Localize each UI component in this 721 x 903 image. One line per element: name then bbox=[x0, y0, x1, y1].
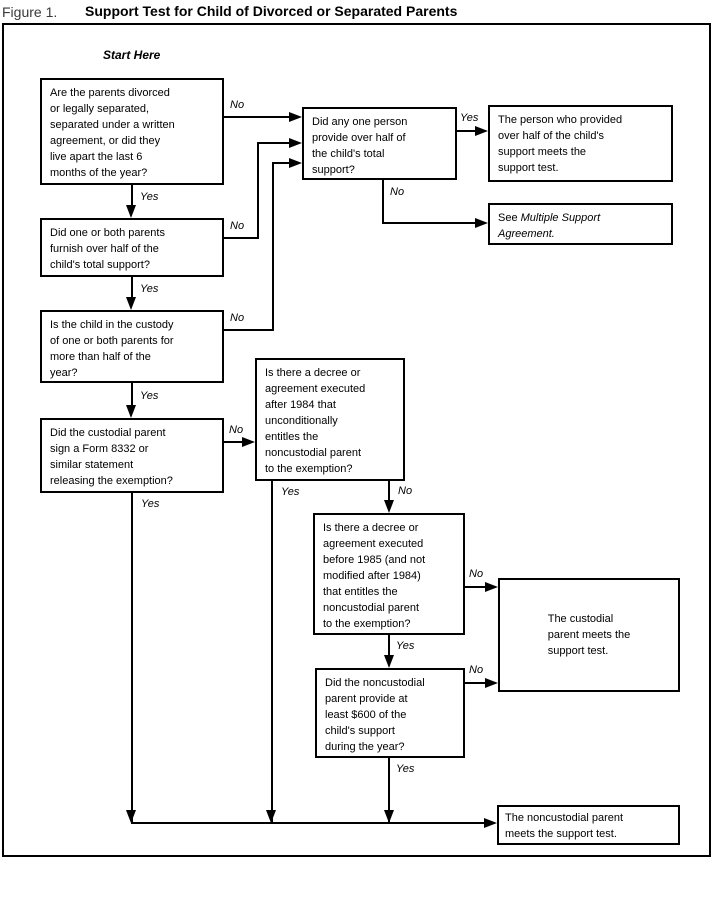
decree1985-yes-arrowhead bbox=[384, 655, 394, 668]
decree1984-no-arrowhead bbox=[384, 500, 394, 513]
connector-decree1985-no-line bbox=[465, 586, 486, 588]
oneperson-yes-arrowhead bbox=[475, 126, 488, 136]
edge-label-decree1985-no: No bbox=[468, 568, 485, 580]
edge-label-custody-yes: Yes bbox=[139, 390, 160, 402]
connector-600-yes-line bbox=[388, 758, 390, 824]
collector-arrowhead-middle bbox=[266, 810, 276, 823]
edge-label-oneperson-yes: Yes bbox=[459, 112, 480, 124]
flowchart-frame bbox=[2, 23, 711, 857]
node-custodial-parent-meets-test: The custodial parent meets the support t… bbox=[498, 578, 680, 692]
edge-label-oneperson-no: No bbox=[389, 186, 406, 198]
connector-decree1984-no-line bbox=[388, 481, 390, 501]
node-decree-after-1984-question: Is there a decree or agreement executed … bbox=[255, 358, 405, 481]
connector-form8332-yes-line bbox=[131, 493, 133, 824]
node-see-multiple-support-agreement: See Multiple Support Agreement. bbox=[488, 203, 673, 245]
start-here-label: Start Here bbox=[103, 48, 161, 62]
furnish-no-arrowhead bbox=[289, 138, 302, 148]
connector-oneperson-no-line-2 bbox=[382, 222, 475, 224]
node-person-meets-support-test: The person who provided over half of the… bbox=[488, 105, 673, 182]
custody-no-arrowhead bbox=[289, 158, 302, 168]
connector-furnish-no-line-3 bbox=[257, 142, 290, 144]
node-one-person-support-question: Did any one person provide over half of … bbox=[302, 107, 457, 180]
edge-label-furnish-no: No bbox=[229, 220, 246, 232]
connector-oneperson-yes-line bbox=[457, 130, 476, 132]
node-form-8332-question: Did the custodial parent sign a Form 833… bbox=[40, 418, 224, 493]
node-parents-furnish-question: Did one or both parents furnish over hal… bbox=[40, 218, 224, 277]
connector-form8332-no-line bbox=[224, 441, 243, 443]
connector-custody-no-line-2 bbox=[272, 162, 274, 331]
connector-custody-no-line-1 bbox=[224, 329, 274, 331]
connector-furnish-no-line-2 bbox=[257, 142, 259, 239]
see-multiple-reference: Multiple Support Agreement. bbox=[498, 212, 601, 240]
connector-decree1985-yes-line bbox=[388, 635, 390, 656]
oneperson-no-arrowhead bbox=[475, 218, 488, 228]
edge-label-custody-no: No bbox=[229, 312, 246, 324]
form8332-no-arrowhead bbox=[242, 437, 255, 447]
collector-arrowhead-right bbox=[384, 810, 394, 823]
connector-collector-line bbox=[131, 822, 484, 824]
node-custody-question: Is the child in the custody of one or bo… bbox=[40, 310, 224, 383]
connector-divorced-no-line bbox=[224, 116, 290, 118]
connector-custody-yes-line bbox=[131, 383, 133, 407]
edge-label-decree1984-no: No bbox=[397, 485, 414, 497]
node-noncustodial-parent-meets-test: The noncustodial parent meets the suppor… bbox=[497, 805, 680, 845]
edge-label-divorced-yes: Yes bbox=[139, 191, 160, 203]
connector-decree1984-yes-line bbox=[271, 481, 273, 824]
connector-oneperson-no-line-1 bbox=[382, 180, 384, 224]
divorced-yes-arrowhead bbox=[126, 205, 136, 218]
decree1985-no-arrowhead bbox=[485, 582, 498, 592]
edge-label-decree1985-yes: Yes bbox=[395, 640, 416, 652]
collector-arrowhead-into-box bbox=[484, 818, 497, 828]
600-no-arrowhead bbox=[485, 678, 498, 688]
divorced-no-arrowhead bbox=[289, 112, 302, 122]
custodial-meets-text: The custodial parent meets the support t… bbox=[547, 613, 631, 657]
collector-arrowhead-left bbox=[126, 810, 136, 823]
figure-title: Support Test for Child of Divorced or Se… bbox=[85, 3, 458, 19]
edge-label-furnish-yes: Yes bbox=[139, 283, 160, 295]
connector-furnish-no-line-1 bbox=[224, 237, 259, 239]
edge-label-divorced-no: No bbox=[229, 99, 246, 111]
node-600-support-question: Did the noncustodial parent provide at l… bbox=[315, 668, 465, 758]
see-multiple-prefix: See bbox=[498, 212, 521, 224]
node-decree-before-1985-question: Is there a decree or agreement executed … bbox=[313, 513, 465, 635]
furnish-yes-arrowhead bbox=[126, 297, 136, 310]
figure-number: Figure 1. bbox=[2, 4, 58, 20]
connector-divorced-yes-line bbox=[131, 185, 133, 207]
connector-furnish-yes-line bbox=[131, 277, 133, 299]
edge-label-decree1984-yes: Yes bbox=[280, 486, 301, 498]
custody-yes-arrowhead bbox=[126, 405, 136, 418]
edge-label-600-no: No bbox=[468, 664, 485, 676]
edge-label-600-yes: Yes bbox=[395, 763, 416, 775]
node-divorced-question: Are the parents divorced or legally sepa… bbox=[40, 78, 224, 185]
edge-label-form8332-yes: Yes bbox=[140, 498, 161, 510]
edge-label-form8332-no: No bbox=[228, 424, 245, 436]
connector-custody-no-line-3 bbox=[272, 162, 290, 164]
connector-600-no-line bbox=[465, 682, 486, 684]
